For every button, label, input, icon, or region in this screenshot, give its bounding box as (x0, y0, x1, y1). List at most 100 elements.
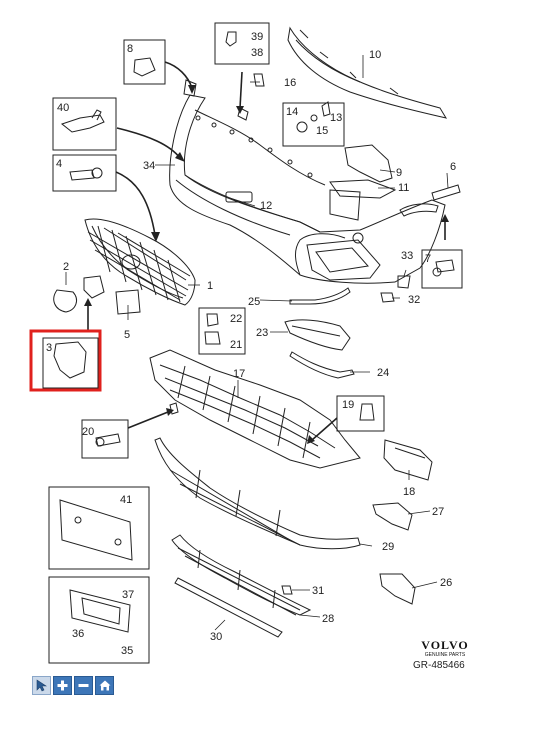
highlight-box (29, 329, 102, 392)
callout-23: 23 (256, 327, 268, 339)
bumper-cover (169, 79, 446, 284)
clip-6 (431, 184, 461, 201)
cap-33 (397, 275, 411, 289)
callout-37: 37 (122, 589, 134, 601)
callout-38: 38 (251, 47, 263, 59)
cover-18 (383, 439, 433, 481)
callout-29: 29 (382, 541, 394, 553)
fender-arch (399, 203, 439, 217)
box-41[interactable] (48, 486, 150, 570)
box-35-37[interactable] (48, 576, 150, 664)
callout-16: 16 (284, 77, 296, 89)
box-7[interactable] (421, 249, 463, 289)
box-13-14-15[interactable] (282, 102, 345, 147)
box-3[interactable] (42, 337, 99, 389)
bracket-11 (329, 179, 397, 199)
plate-41-icon (59, 499, 133, 561)
zoom-toolbar (32, 676, 114, 695)
bracket-11-strip (329, 189, 361, 221)
screw-4-head (91, 167, 103, 179)
callout-7: 7 (425, 253, 431, 265)
callout-8: 8 (127, 43, 133, 55)
callout-10: 10 (369, 49, 381, 61)
callout-4: 4 (56, 158, 62, 170)
zoom-in-icon (57, 680, 68, 691)
leader-lines (65, 55, 449, 631)
grille (84, 218, 196, 306)
box-21-22[interactable] (198, 307, 246, 355)
bracket-27 (372, 502, 413, 531)
box-20[interactable] (81, 419, 129, 459)
bracket-35-icon (69, 589, 131, 633)
callout-18: 18 (403, 486, 415, 498)
diagram-reference: GR-485466 (413, 660, 465, 671)
bracket-26 (379, 573, 416, 605)
callout-21: 21 (230, 339, 242, 351)
box-19[interactable] (336, 395, 385, 432)
callout-35: 35 (121, 645, 133, 657)
callouts: 1 2 3 4 5 6 7 8 9 10 11 12 13 14 15 16 1… (46, 31, 456, 657)
screw-20-icon (95, 433, 121, 447)
zoom-in-button[interactable] (53, 676, 72, 695)
callout-41: 41 (120, 494, 132, 506)
callout-1: 1 (207, 280, 213, 292)
box-40[interactable] (52, 97, 117, 151)
fog-frame-23 (284, 319, 351, 351)
select-tool-button[interactable] (32, 676, 51, 695)
bracket-3-icon (53, 341, 87, 379)
part-40-icon (60, 114, 105, 133)
clip-16 (253, 73, 265, 87)
brand-subtitle: GENUINE PARTS (424, 652, 466, 658)
home-button[interactable] (95, 676, 114, 695)
arrow-heads (84, 85, 449, 444)
box-38-39[interactable] (214, 22, 270, 65)
brand-name: VOLVO (421, 638, 469, 652)
screw-4-icon (69, 169, 95, 181)
callout-13: 13 (330, 112, 342, 124)
bolt-13-icon (321, 101, 331, 117)
select-icon (36, 679, 47, 692)
clip-38-icon (225, 31, 237, 47)
screw-7-head (432, 267, 442, 277)
arrow-leaders (87, 61, 446, 441)
callout-11: 11 (398, 182, 409, 194)
callout-32: 32 (408, 294, 420, 306)
washer-32 (380, 292, 395, 303)
part-8-icon (133, 57, 156, 77)
callout-24: 24 (377, 367, 389, 379)
plate-41-hole-left (74, 516, 82, 524)
callout-25: 25 (248, 296, 260, 308)
cover-18-edge (394, 447, 426, 459)
callout-40: 40 (57, 102, 69, 114)
screw-7-icon (435, 259, 455, 273)
zoom-out-button[interactable] (74, 676, 93, 695)
callout-36: 36 (72, 628, 84, 640)
box-4[interactable] (52, 154, 117, 192)
trim-strip (174, 577, 283, 638)
nut-15-icon (296, 121, 308, 133)
home-icon (99, 680, 110, 691)
plate-41-hole-right (114, 538, 122, 546)
callout-27: 27 (432, 506, 444, 518)
fog-frame-detail (291, 325, 341, 337)
box-8[interactable] (123, 39, 166, 85)
callout-2: 2 (63, 261, 69, 273)
clip-31 (281, 585, 293, 595)
clip-19-icon (359, 403, 375, 421)
callout-20: 20 (82, 426, 94, 438)
callout-3: 3 (46, 342, 52, 354)
washer-14-icon (310, 114, 318, 122)
callout-39: 39 (251, 31, 263, 43)
bracket-left-icon (83, 275, 105, 299)
callout-15: 15 (316, 125, 328, 137)
callout-22: 22 (230, 313, 242, 325)
moulding-25 (289, 287, 351, 305)
callout-26: 26 (440, 577, 452, 589)
upper-absorber (287, 26, 448, 119)
callout-30: 30 (210, 631, 222, 643)
screw-20-head (95, 437, 105, 447)
bracket-9 (344, 144, 393, 183)
part-40-tab (91, 109, 102, 121)
callout-9: 9 (396, 167, 402, 179)
clip-22-icon (206, 313, 219, 327)
